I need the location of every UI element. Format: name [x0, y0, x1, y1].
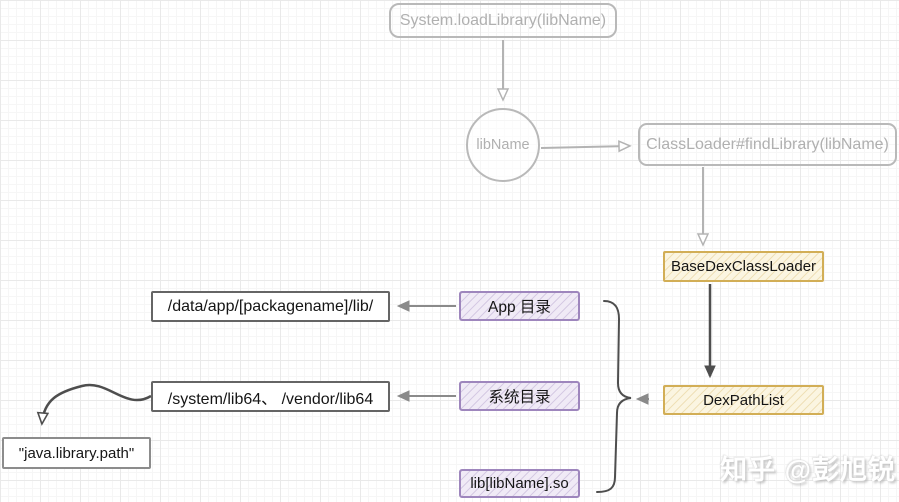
node-dexpathlist: DexPathList: [663, 385, 824, 415]
watermark-zhihu: 知乎 @彭旭锐: [720, 455, 896, 485]
node-classloader-findlibrary: ClassLoader#findLibrary(libName): [638, 123, 897, 166]
node-libname-circle: libName: [466, 108, 540, 182]
node-java-library-path: "java.library.path": [2, 437, 151, 469]
node-system-dir: 系统目录: [459, 381, 580, 411]
node-data-app-lib-path: /data/app/[packagename]/lib/: [151, 291, 390, 322]
node-app-dir: App 目录: [459, 291, 580, 321]
node-basedexclassloader: BaseDexClassLoader: [663, 251, 824, 282]
arrow-systemlib-to-javalibrarypath: [42, 383, 152, 423]
node-lib-so: lib[libName].so: [459, 469, 580, 498]
arrow-libname-to-findlibrary: [540, 146, 629, 148]
node-system-lib-paths: /system/lib64、 /vendor/lib64: [151, 381, 390, 412]
node-system-loadlibrary: System.loadLibrary(libName): [389, 3, 617, 38]
brace-group-directories: [596, 300, 632, 493]
